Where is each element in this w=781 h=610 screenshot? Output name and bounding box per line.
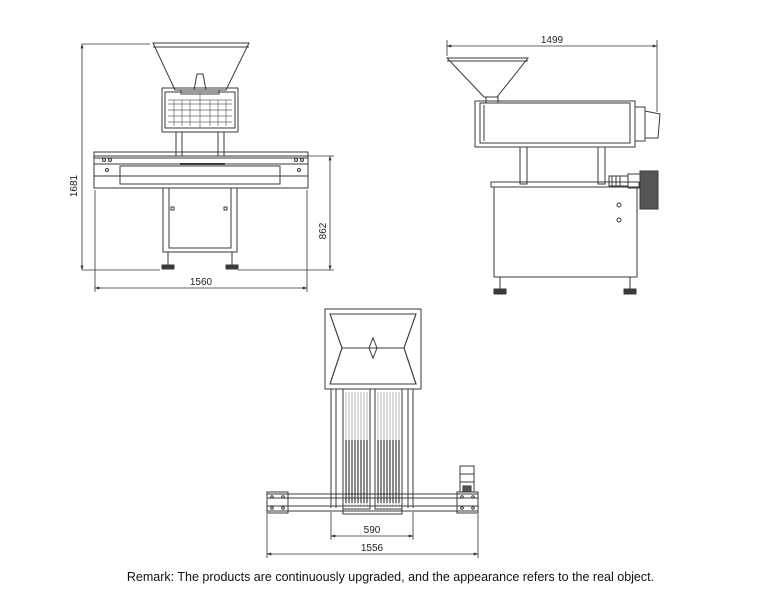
remark-text: Remark: The products are continuously up…	[126, 570, 655, 584]
dim-overall-height: 1681	[69, 174, 80, 197]
front-hopper	[152, 42, 250, 91]
front-counting-head	[161, 87, 239, 133]
dim-side-length: 1499	[541, 35, 564, 46]
side-dimensions	[446, 40, 658, 112]
dim-front-width: 1560	[190, 277, 213, 288]
dim-inner-width: 590	[364, 525, 381, 536]
dim-table-height: 862	[318, 222, 329, 239]
top-dimensions	[266, 512, 479, 558]
front-view	[93, 42, 309, 270]
top-channels	[342, 388, 403, 510]
dim-overall-width: 1556	[361, 543, 384, 554]
front-cabinet	[162, 187, 238, 253]
front-conveyor	[93, 155, 309, 189]
top-hopper	[324, 308, 422, 390]
front-dimensions	[80, 43, 334, 292]
side-view	[445, 57, 661, 295]
side-cabinet	[493, 186, 638, 278]
top-view	[266, 308, 479, 515]
side-counting-head	[474, 100, 636, 148]
side-hopper	[445, 57, 530, 98]
top-conveyor	[266, 493, 479, 512]
